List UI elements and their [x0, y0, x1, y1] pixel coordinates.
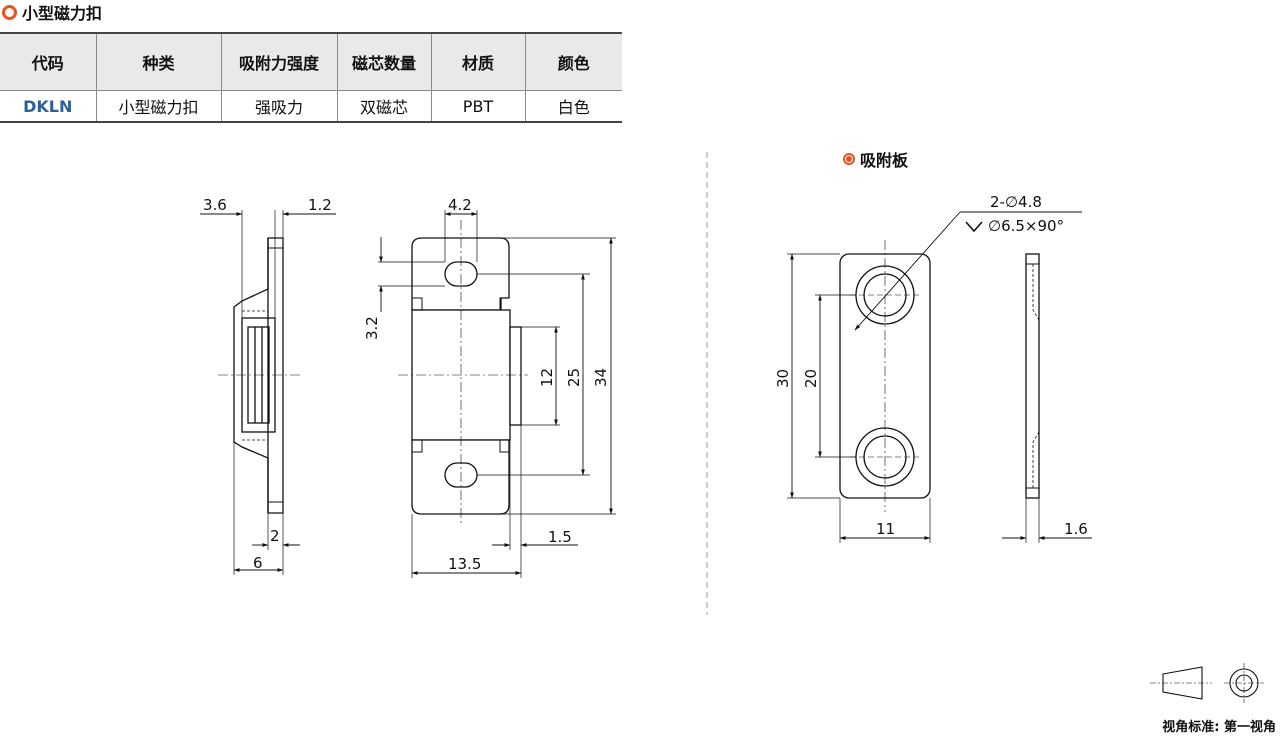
header-material: 材质: [430, 33, 525, 91]
dim-front-3-2: 3.2: [363, 316, 381, 340]
view-standard-label: 视角标准: 第一视角: [1162, 720, 1276, 735]
table-row: DKLN 小型磁力扣 强吸力 双磁芯 PBT 白色: [0, 90, 622, 122]
dim-front-13-5: 13.5: [448, 555, 481, 573]
target-bullet-icon: [843, 153, 855, 165]
dim-front-12: 12: [538, 368, 556, 387]
dim-plate-countersink: ∅6.5×90°: [988, 217, 1064, 235]
side-view: [200, 210, 336, 575]
spec-table: 代码 种类 吸附力强度 磁芯数量 材质 颜色 DKLN 小型磁力扣 强吸力 双磁…: [0, 32, 622, 123]
section-title: 小型磁力扣: [2, 0, 102, 24]
cell-code: DKLN: [23, 96, 73, 116]
dim-side-1-2: 1.2: [308, 196, 332, 214]
dim-front-4-2: 4.2: [448, 196, 472, 214]
table-header-row: 代码 种类 吸附力强度 磁芯数量 材质 颜色: [0, 33, 622, 91]
dim-plate-11: 11: [876, 520, 895, 538]
dim-front-34: 34: [592, 368, 610, 387]
plate-title-text: 吸附板: [860, 151, 909, 170]
dim-plate-20: 20: [802, 369, 820, 388]
cell-type: 小型磁力扣: [95, 90, 221, 122]
dim-plate-30: 30: [774, 369, 792, 388]
dim-plate-1-6: 1.6: [1064, 520, 1088, 538]
header-code: 代码: [0, 33, 96, 91]
plate-side-view: [1002, 253, 1092, 543]
plate-title: 吸附板: [843, 148, 908, 170]
dim-side-2: 2: [270, 527, 280, 545]
circle-bullet-icon: [2, 4, 17, 20]
cell-strength: 强吸力: [220, 90, 337, 122]
dim-side-6: 6: [253, 554, 263, 572]
header-type: 种类: [95, 33, 221, 91]
cell-core-count: 双磁芯: [336, 90, 431, 122]
dim-side-3-6: 3.6: [203, 196, 227, 214]
front-view: [378, 210, 616, 578]
cell-color: 白色: [524, 90, 622, 122]
first-angle-projection-icon: [1150, 663, 1264, 703]
cell-material: PBT: [430, 90, 525, 122]
dim-plate-holes: 2-∅4.8: [990, 193, 1042, 211]
dim-front-1-5: 1.5: [548, 528, 572, 546]
header-core-count: 磁芯数量: [336, 33, 431, 91]
header-color: 颜色: [524, 33, 622, 91]
plate-view: [787, 211, 1082, 543]
section-title-text: 小型磁力扣: [22, 4, 103, 23]
dim-front-25: 25: [565, 368, 583, 387]
header-strength: 吸附力强度: [220, 33, 337, 91]
